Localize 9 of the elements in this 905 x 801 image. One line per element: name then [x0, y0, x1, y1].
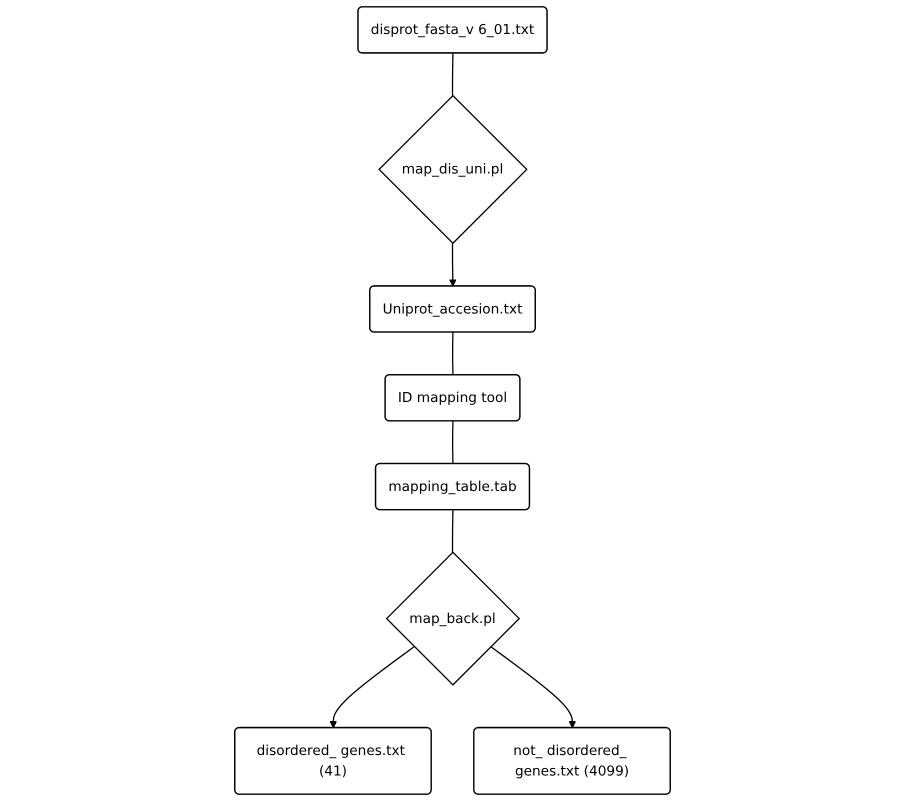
arrow	[490, 646, 576, 728]
node-diamond: map_back.pl	[386, 551, 520, 686]
connector	[452, 332, 454, 376]
connector	[452, 421, 454, 464]
node-diamond: map_dis_uni.pl	[378, 94, 528, 244]
arrow	[330, 646, 415, 728]
connector	[452, 53, 454, 96]
arrow	[449, 243, 457, 287]
connector	[452, 510, 454, 552]
